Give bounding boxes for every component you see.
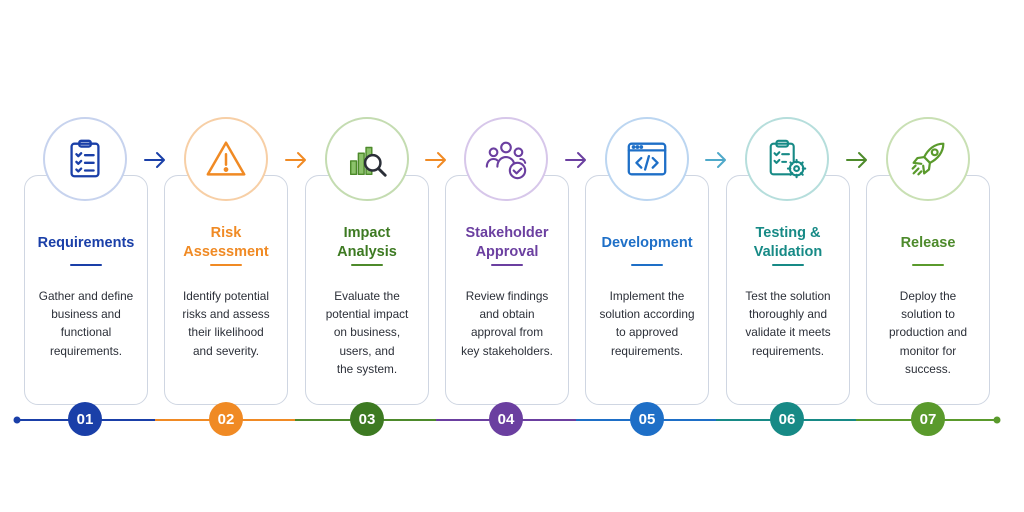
step-icon-circle — [43, 117, 127, 201]
step-description: Gather and define business and functiona… — [38, 289, 134, 358]
step-description: Identify potential risks and assess thei… — [182, 289, 270, 358]
step-icon-circle — [605, 117, 689, 201]
step-number-badge: 06 — [770, 402, 804, 436]
arrow-right-icon — [144, 152, 165, 168]
step-card-risk-assessment — [164, 175, 288, 405]
step-number-badge: 07 — [911, 402, 945, 436]
arrow-right-icon — [705, 152, 726, 168]
step-description: Deploy the solution to production and mo… — [888, 289, 968, 376]
clipboard-gear-icon — [769, 139, 807, 179]
step-number-badge: 05 — [630, 402, 664, 436]
arrow-right-icon — [425, 152, 446, 168]
step-description: Review findings and obtain approval from… — [461, 289, 553, 358]
step-title: Stakeholder Approval — [465, 225, 549, 260]
step-description: Evaluate the potential impact on busines… — [325, 289, 409, 376]
step-number-badge: 01 — [68, 402, 102, 436]
step-card-release — [866, 175, 990, 405]
step-description: Test the solution thoroughly and validat… — [745, 289, 831, 358]
clipboard-checklist-icon — [70, 139, 100, 178]
title-underline — [70, 264, 102, 266]
step-title: Release — [900, 234, 956, 251]
step-icon-circle — [464, 117, 548, 201]
chart-magnifier-icon — [349, 146, 387, 177]
step-icon-circle — [184, 117, 268, 201]
step-card-stakeholder-approval — [445, 175, 569, 405]
timeline-start-dot — [13, 416, 21, 424]
step-title: Impact Analysis — [337, 225, 397, 260]
rocket-icon — [911, 142, 945, 176]
step-title: Testing & Validation — [753, 225, 823, 260]
title-underline — [351, 264, 383, 266]
step-card-testing-validation — [726, 175, 850, 405]
arrow-right-icon — [285, 152, 306, 168]
step-icon-circle — [745, 117, 829, 201]
title-underline — [912, 264, 944, 266]
step-number-badge: 02 — [209, 402, 243, 436]
title-underline — [772, 264, 804, 266]
timeline-end-dot — [993, 416, 1001, 424]
step-number-badge: 04 — [489, 402, 523, 436]
step-icon-circle — [325, 117, 409, 201]
step-title: Risk Assessment — [183, 225, 269, 260]
step-title: Development — [601, 234, 693, 251]
code-window-icon — [627, 142, 667, 176]
step-card-requirements — [24, 175, 148, 405]
arrow-right-icon — [565, 152, 586, 168]
warning-triangle-icon — [206, 141, 246, 176]
stakeholders-check-icon — [485, 141, 527, 180]
step-title: Requirements — [37, 234, 135, 251]
step-number-badge: 03 — [350, 402, 384, 436]
step-card-impact-analysis — [305, 175, 429, 405]
title-underline — [631, 264, 663, 266]
title-underline — [210, 264, 242, 266]
arrow-right-icon — [846, 152, 867, 168]
step-description: Implement the solution according to appr… — [599, 289, 695, 358]
title-underline — [491, 264, 523, 266]
step-icon-circle — [886, 117, 970, 201]
